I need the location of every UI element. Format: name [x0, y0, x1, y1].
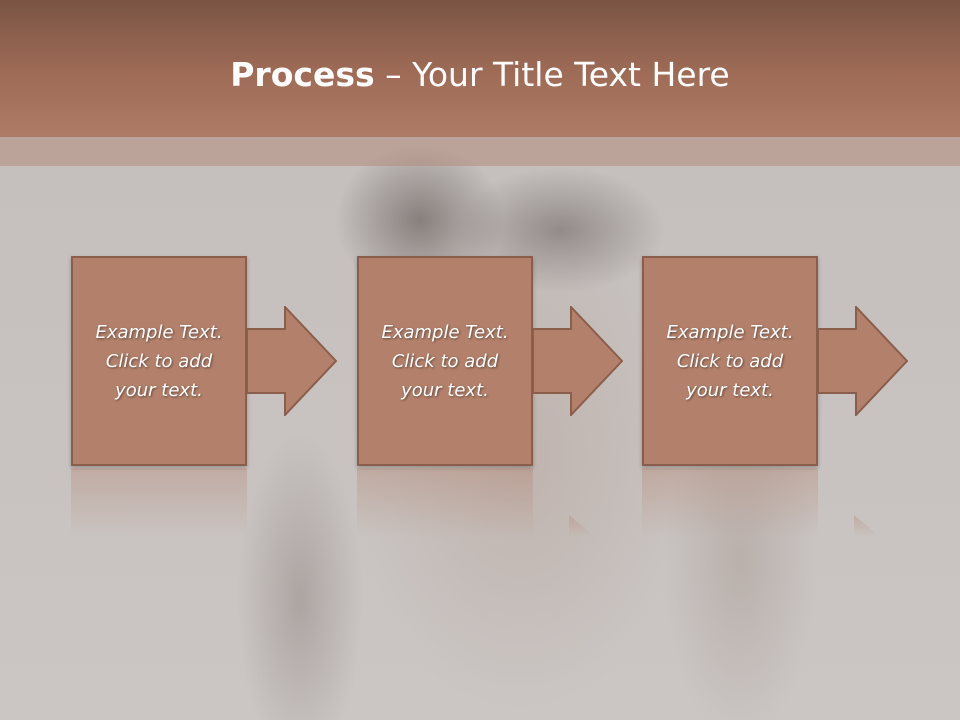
step-1-reflection	[71, 468, 247, 538]
arrow-right-icon	[818, 306, 908, 416]
step-3-reflection	[642, 468, 818, 538]
step-3-line-2: Click to add	[676, 350, 784, 372]
title-bar	[0, 0, 960, 137]
step-3-line-1: Example Text.	[666, 321, 794, 343]
process-step-1[interactable]: Example Text. Click to add your text.	[71, 256, 247, 466]
arrow-right-icon	[533, 306, 623, 416]
title-bar-band	[0, 137, 960, 166]
step-3-line-3: your text.	[686, 379, 774, 401]
slide-title-bold: Process	[230, 55, 375, 94]
step-2-line-1: Example Text.	[381, 321, 509, 343]
step-2-line-2: Click to add	[391, 350, 499, 372]
process-step-2[interactable]: Example Text. Click to add your text.	[357, 256, 533, 466]
process-step-3[interactable]: Example Text. Click to add your text.	[642, 256, 818, 466]
step-2-reflection	[357, 468, 533, 538]
arrow-right-icon	[247, 306, 337, 416]
step-3-text: Example Text. Click to add your text.	[655, 318, 805, 405]
step-1-line-1: Example Text.	[95, 321, 223, 343]
step-1-line-3: your text.	[115, 379, 203, 401]
step-2-text: Example Text. Click to add your text.	[370, 318, 520, 405]
step-1-line-2: Click to add	[105, 350, 213, 372]
slide-title[interactable]: Process – Your Title Text Here	[0, 54, 960, 96]
step-1-text: Example Text. Click to add your text.	[84, 318, 234, 405]
step-2-line-3: your text.	[401, 379, 489, 401]
slide-title-rest: – Your Title Text Here	[374, 55, 730, 94]
